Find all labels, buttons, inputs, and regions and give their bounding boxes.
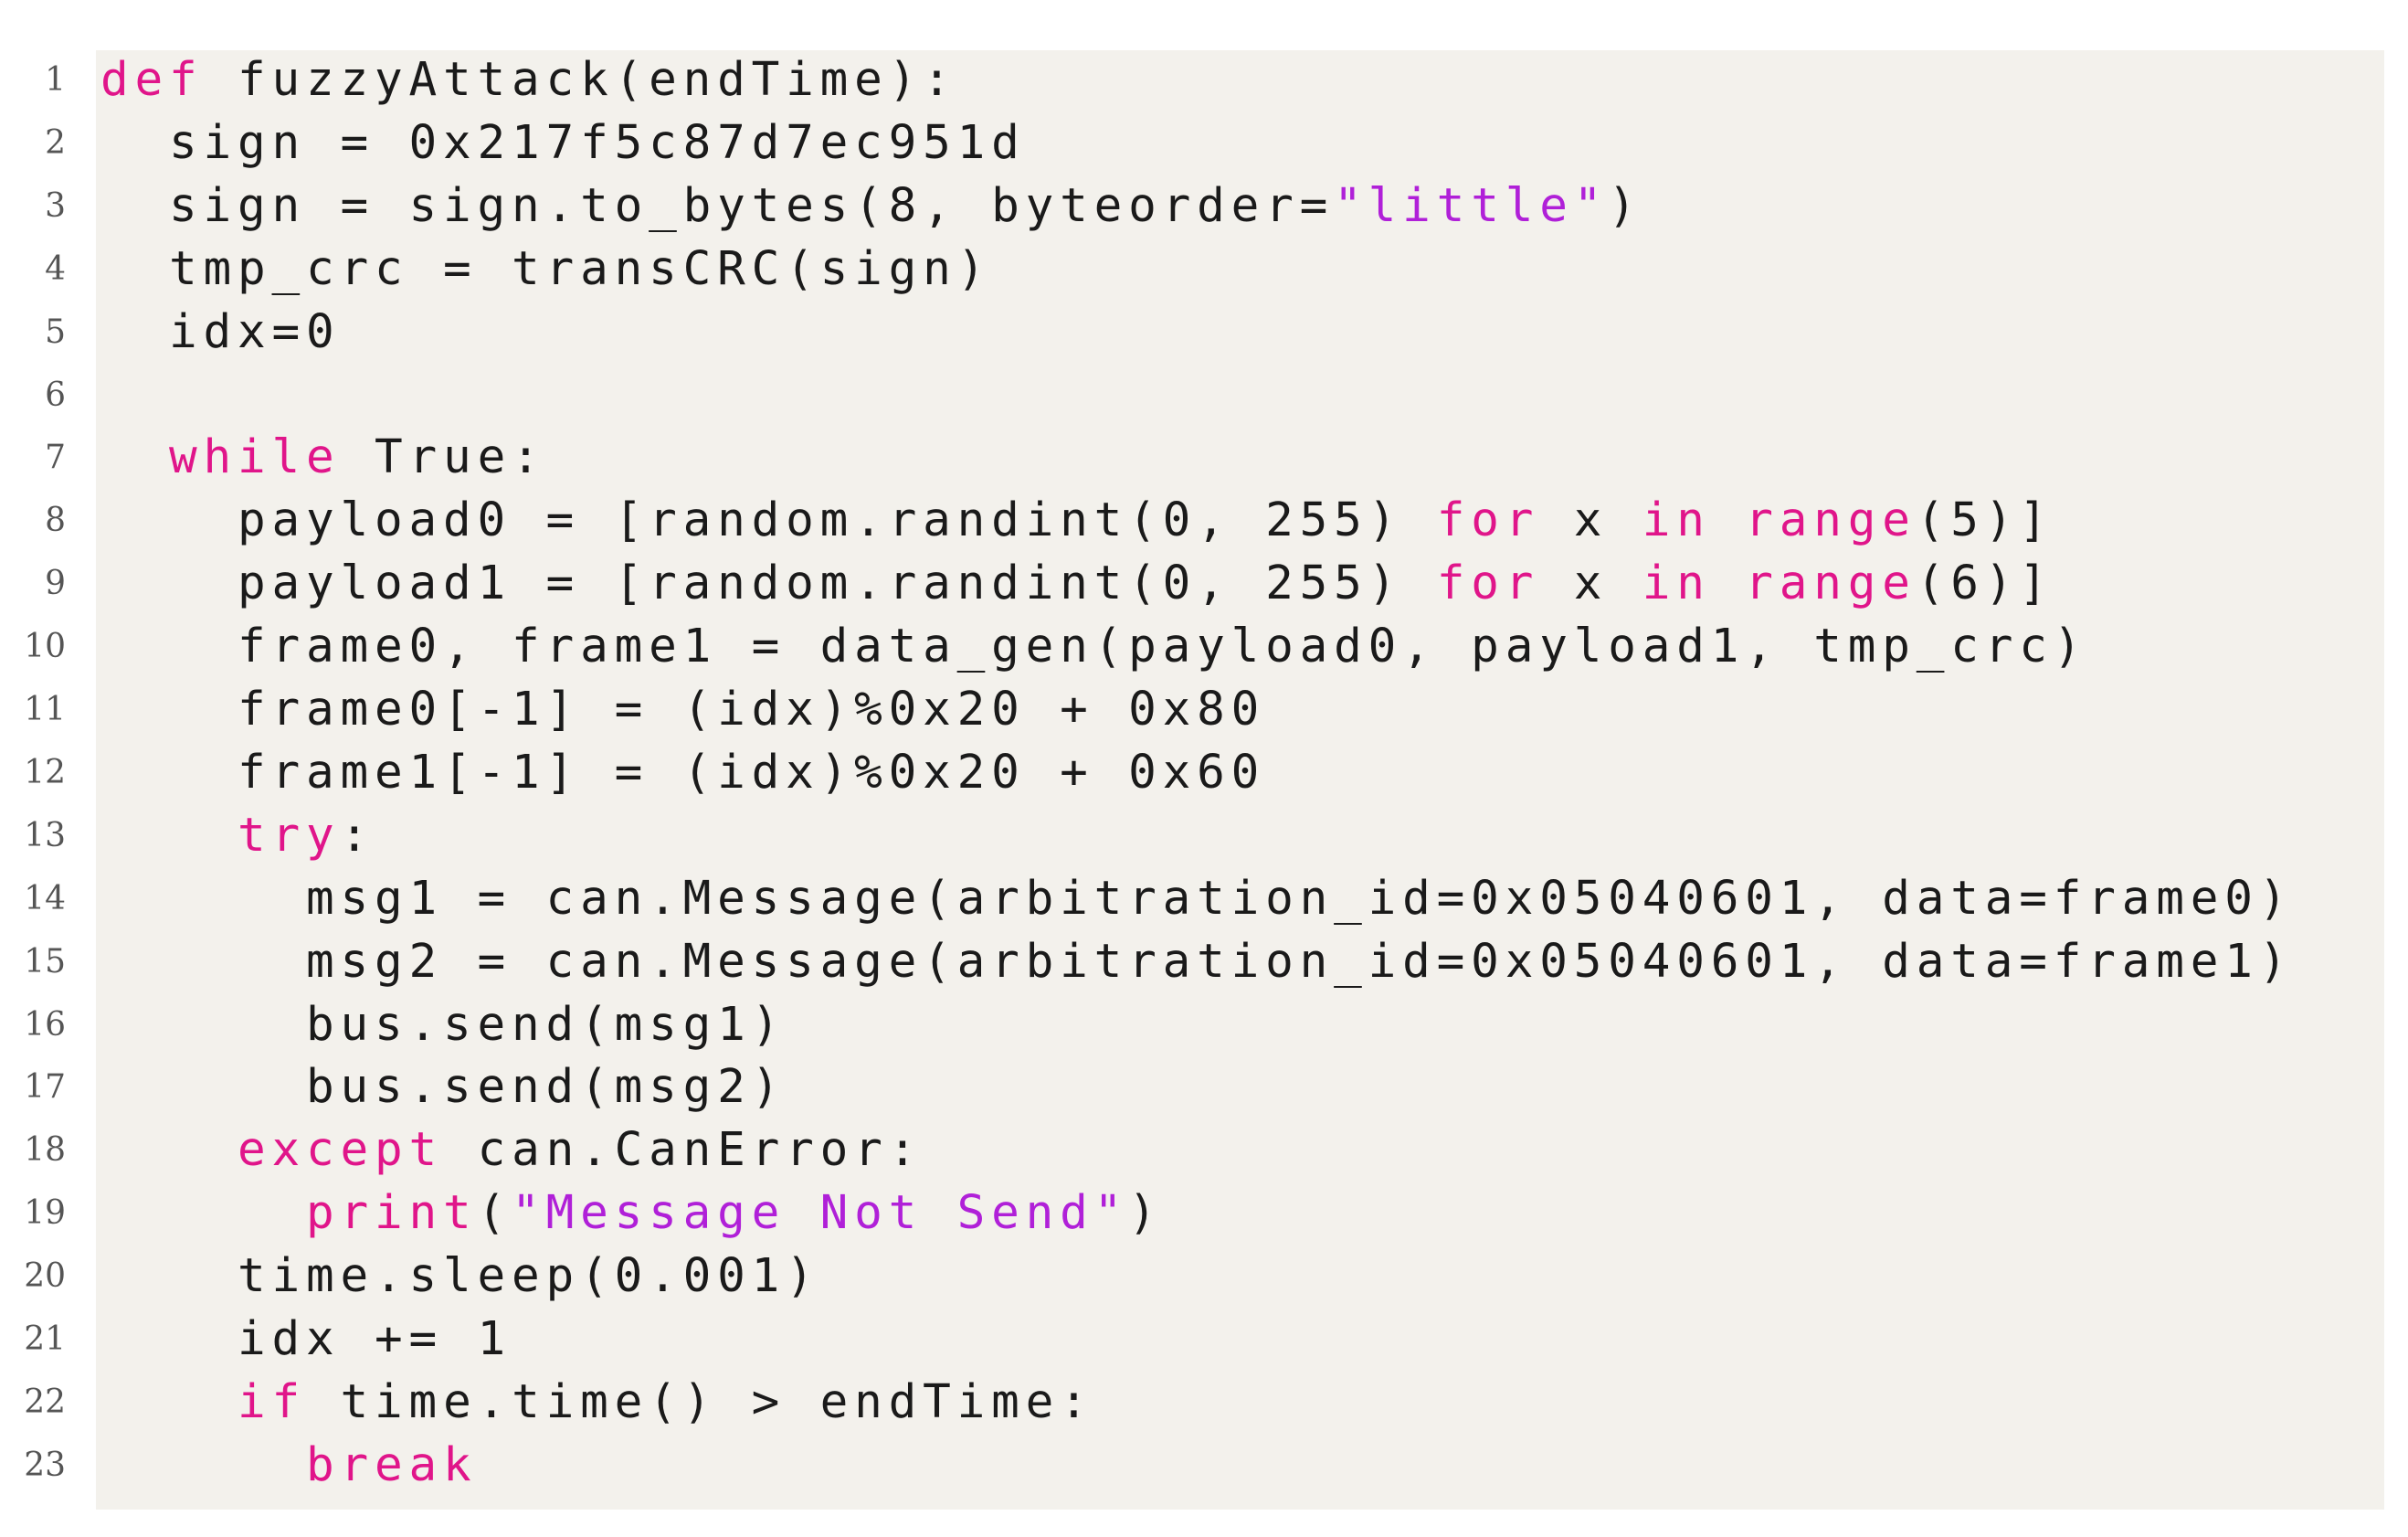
code-text: frame0[-1] = (idx)%0x20 + 0x80 <box>100 678 1265 742</box>
code-text: bus.send(msg2) <box>100 1055 786 1119</box>
code-text: sign = 0x217f5c87d7ec951d <box>100 111 1026 175</box>
code-token: (5)] <box>1916 493 2054 548</box>
code-token: time.sleep(0.001) <box>100 1249 820 1304</box>
code-token: msg1 = can.Message(arbitration_id=0x0504… <box>100 871 2294 926</box>
code-token: (6)] <box>1916 556 2054 611</box>
code-keyword: except <box>238 1123 444 1178</box>
code-keyword: if <box>238 1374 307 1429</box>
line-number: 6 <box>45 376 66 414</box>
code-token: fuzzyAttack(endTime): <box>203 53 957 107</box>
code-token <box>1711 556 1746 610</box>
code-token: sign = 0x217f5c87d7ec951d <box>100 115 1026 170</box>
code-text: bus.send(msg1) <box>100 993 786 1057</box>
code-token: idx += 1 <box>100 1312 512 1366</box>
code-keyword: in <box>1642 556 1711 611</box>
code-text: sign = sign.to_bytes(8, byteorder="littl… <box>100 175 1642 238</box>
code-keyword: break <box>306 1437 478 1492</box>
code-text: msg1 = can.Message(arbitration_id=0x0504… <box>100 867 2293 931</box>
code-text: payload0 = [random.randint(0, 255) for x… <box>100 489 2054 553</box>
code-token <box>1711 493 1746 547</box>
line-number: 11 <box>24 691 66 728</box>
line-number: 1 <box>45 61 66 99</box>
code-text: frame0, frame1 = data_gen(payload0, payl… <box>100 615 2087 679</box>
line-number: 17 <box>24 1068 66 1107</box>
code-text: payload1 = [random.randint(0, 255) for x… <box>100 552 2054 616</box>
code-keyword: def <box>100 53 204 107</box>
code-text: print("Message Not Send") <box>100 1182 1163 1246</box>
code-text: tmp_crc = transCRC(sign) <box>100 238 991 302</box>
line-number: 20 <box>24 1257 66 1296</box>
code-token <box>100 1186 306 1240</box>
code-token <box>100 1375 238 1429</box>
code-text: except can.CanError: <box>100 1118 923 1182</box>
code-text: msg2 = can.Message(arbitration_id=0x0504… <box>100 930 2293 994</box>
code-text: idx += 1 <box>100 1308 512 1372</box>
code-block <box>96 50 2384 1510</box>
code-keyword: in <box>1642 493 1711 548</box>
code-token <box>100 809 238 863</box>
code-token: frame1[-1] = (idx)%0x20 + 0x60 <box>100 745 1266 800</box>
line-number: 4 <box>45 249 66 288</box>
code-token <box>100 1123 238 1177</box>
line-number: 19 <box>24 1194 66 1233</box>
code-text: time.sleep(0.001) <box>100 1245 820 1309</box>
code-token: time.time() > endTime: <box>306 1374 1094 1429</box>
code-token: frame0[-1] = (idx)%0x20 + 0x80 <box>100 683 1266 737</box>
code-keyword: for <box>1436 493 1540 548</box>
code-token: ) <box>1128 1186 1163 1241</box>
code-token: tmp_crc = transCRC(sign) <box>100 241 992 296</box>
line-number: 13 <box>24 816 66 854</box>
line-number: 12 <box>24 753 66 791</box>
line-number: 16 <box>24 1005 66 1044</box>
line-number: 22 <box>24 1383 66 1421</box>
code-text: def fuzzyAttack(endTime): <box>100 48 957 112</box>
code-token: payload0 = [random.randint(0, 255) <box>100 493 1437 548</box>
code-token: : <box>340 808 375 863</box>
line-number: 7 <box>45 439 66 477</box>
code-string: "Message Not Send" <box>512 1186 1129 1241</box>
code-token: ( <box>477 1186 512 1241</box>
code-token: x <box>1539 556 1642 611</box>
code-token <box>100 430 169 484</box>
code-text: try: <box>100 804 375 868</box>
code-token: frame0, frame1 = data_gen(payload0, payl… <box>100 620 2088 674</box>
line-number: 21 <box>24 1320 66 1358</box>
code-token: bus.send(msg1) <box>100 997 787 1052</box>
code-keyword: range <box>1745 556 1917 611</box>
code-text: idx=0 <box>100 301 341 365</box>
code-token: can.CanError: <box>443 1123 924 1178</box>
line-number: 10 <box>24 628 66 666</box>
line-number: 3 <box>45 186 66 225</box>
code-text: frame1[-1] = (idx)%0x20 + 0x60 <box>100 741 1265 805</box>
code-keyword: for <box>1436 556 1540 611</box>
code-token: bus.send(msg2) <box>100 1060 787 1115</box>
line-number: 18 <box>24 1131 66 1170</box>
code-keyword: print <box>306 1186 478 1241</box>
line-number: 5 <box>45 313 66 351</box>
code-token: x <box>1539 493 1642 548</box>
code-token: ) <box>1608 178 1642 233</box>
line-number: 2 <box>45 123 66 162</box>
code-text: while True: <box>100 426 546 490</box>
code-token: payload1 = [random.randint(0, 255) <box>100 556 1437 611</box>
code-token <box>100 1438 306 1492</box>
code-text: break <box>100 1434 478 1498</box>
code-token: msg2 = can.Message(arbitration_id=0x0504… <box>100 934 2294 989</box>
line-number: 15 <box>24 942 66 980</box>
code-token: True: <box>340 430 546 485</box>
code-string: "little" <box>1334 178 1609 233</box>
code-text: if time.time() > endTime: <box>100 1371 1094 1435</box>
code-token: idx=0 <box>100 304 341 359</box>
line-number: 14 <box>24 879 66 917</box>
code-keyword: while <box>169 430 341 485</box>
line-number: 8 <box>45 502 66 540</box>
line-number: 23 <box>24 1446 66 1484</box>
line-number: 9 <box>45 565 66 603</box>
code-keyword: try <box>238 808 341 863</box>
code-token: sign = sign.to_bytes(8, byteorder= <box>100 178 1335 233</box>
code-keyword: range <box>1745 493 1917 548</box>
